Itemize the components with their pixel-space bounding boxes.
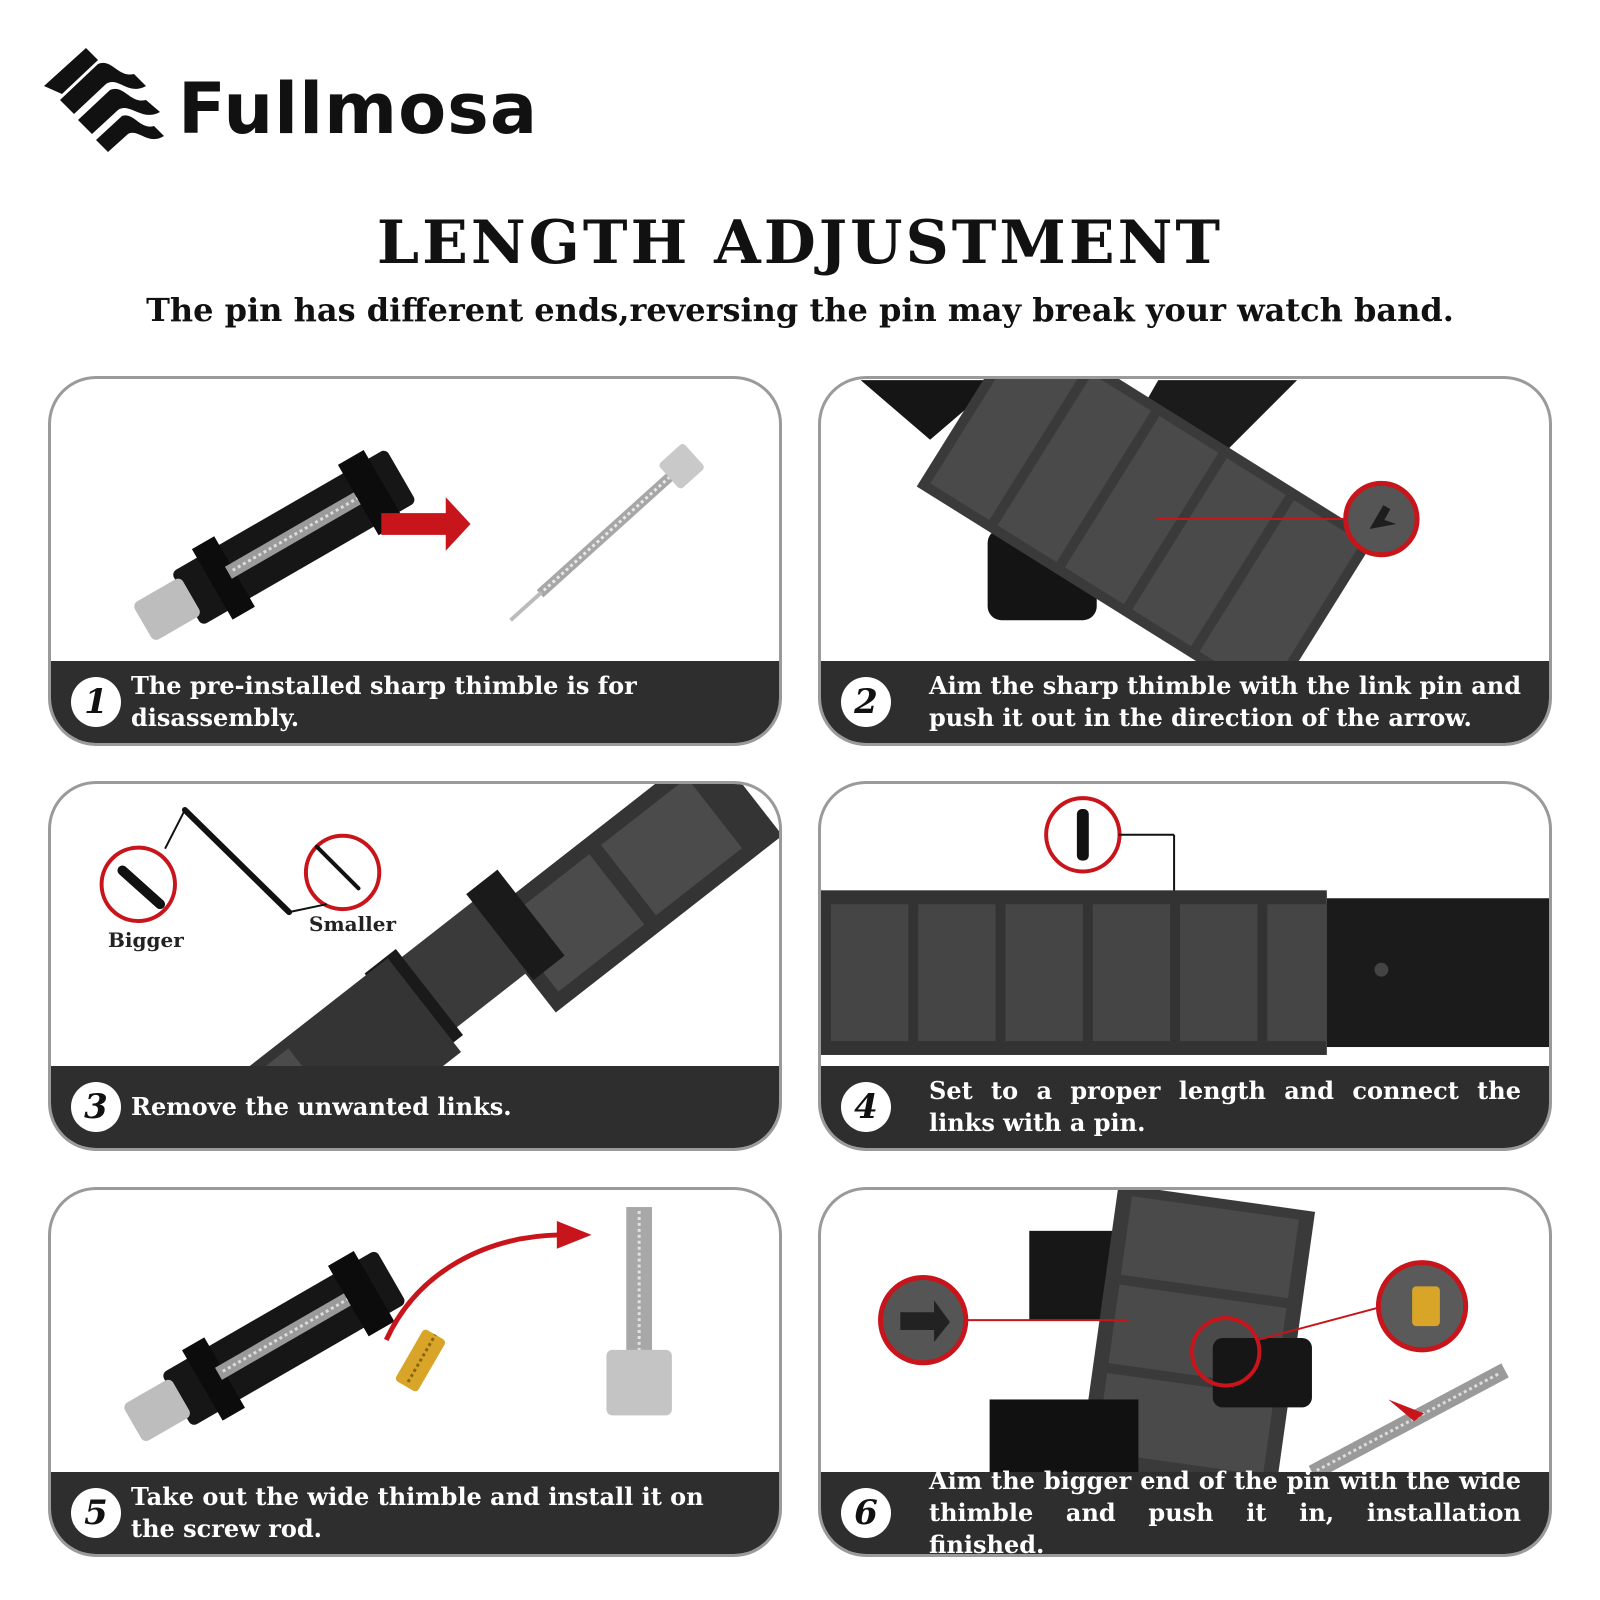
step-caption-5: 5 Take out the wide thimble and install …: [51, 1472, 779, 1554]
step-panel-1: 1 The pre-installed sharp thimble is for…: [48, 376, 782, 746]
tool-and-pin-illustration: [134, 444, 704, 640]
step-caption-4: 4 Set to a proper length and connect the…: [821, 1066, 1549, 1148]
remove-links-illustration: [99, 784, 779, 1074]
step-number-badge: 6: [841, 1488, 891, 1538]
step-caption-3: 3 Remove the unwanted links.: [51, 1066, 779, 1148]
red-arrow-icon: [1388, 1399, 1425, 1422]
push-pin-illustration: [860, 379, 1420, 669]
step-panel-4: 4 Set to a proper length and connect the…: [818, 781, 1552, 1151]
step-panel-3: Bigger Smaller 3 Remove the unwanted lin…: [48, 781, 782, 1151]
step-caption-text: Aim the bigger end of the pin with the w…: [929, 1466, 1521, 1557]
step-panel-6: 6 Aim the bigger end of the pin with the…: [818, 1187, 1552, 1557]
smaller-label: Smaller: [309, 912, 397, 936]
wave-stripes-logo-icon: [44, 48, 164, 152]
page-subtitle: The pin has different ends,reversing the…: [146, 291, 1454, 329]
step-panel-5: 5 Take out the wide thimble and install …: [48, 1187, 782, 1557]
step-panel-2: 2 Aim the sharp thimble with the link pi…: [818, 376, 1552, 746]
step-number-badge: 2: [841, 677, 891, 727]
install-wide-thimble-illustration: [124, 1207, 672, 1441]
step-caption-text: Take out the wide thimble and install it…: [131, 1482, 704, 1543]
step-caption-text: Set to a proper length and connect the l…: [929, 1076, 1521, 1137]
step-number-badge: 1: [71, 677, 121, 727]
connect-links-illustration: [821, 796, 1549, 1055]
step-caption-text: The pre-installed sharp thimble is for d…: [131, 671, 637, 732]
bigger-label: Bigger: [108, 928, 184, 952]
finish-installation-illustration: [878, 1190, 1509, 1480]
red-curved-arrow-icon: [556, 1220, 592, 1249]
step-caption-6: 6 Aim the bigger end of the pin with the…: [821, 1466, 1549, 1554]
page-title: LENGTH ADJUSTMENT: [376, 208, 1224, 278]
step-caption-1: 1 The pre-installed sharp thimble is for…: [51, 661, 779, 743]
step-number-badge: 3: [71, 1082, 121, 1132]
step-caption-text: Aim the sharp thimble with the link pin …: [929, 671, 1521, 732]
brand-name: Fullmosa: [178, 68, 539, 150]
step-caption-2: 2 Aim the sharp thimble with the link pi…: [821, 661, 1549, 743]
step-number-badge: 5: [71, 1488, 121, 1538]
step-caption-text: Remove the unwanted links.: [131, 1092, 512, 1121]
brand-logo: Fullmosa: [38, 38, 578, 158]
step-number-badge: 4: [841, 1082, 891, 1132]
red-arrow-icon: [381, 497, 471, 551]
